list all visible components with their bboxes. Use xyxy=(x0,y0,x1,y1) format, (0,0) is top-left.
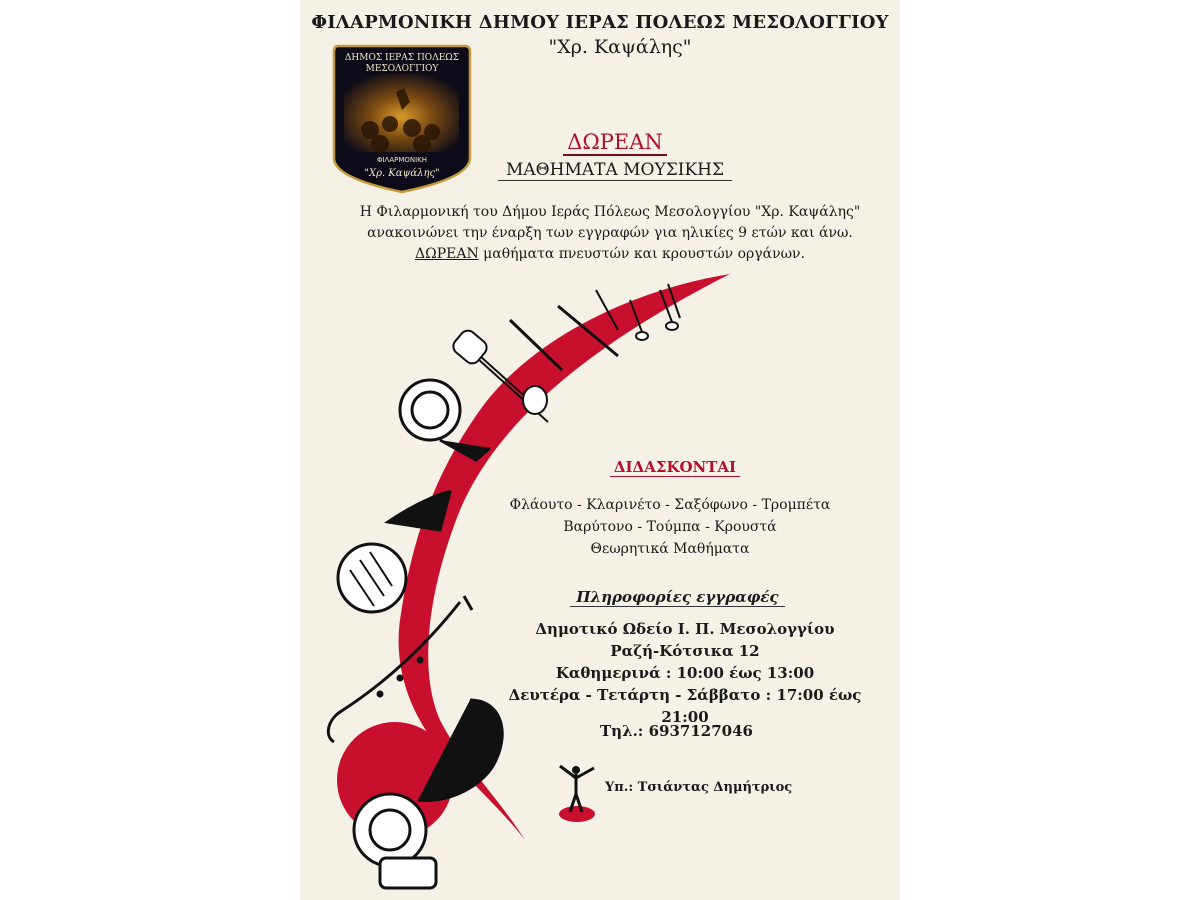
intro-text: Η Φιλαρμονική του Δήμου Ιεράς Πόλεως Μεσ… xyxy=(340,202,880,265)
logo-bottom-text-2: "Χρ. Καψάλης" xyxy=(364,168,439,179)
french-horn-icon xyxy=(398,378,491,462)
registration-title-text: Πληροφορίες εγγραφές xyxy=(570,588,785,607)
intro-line-2: ανακοινώνει την έναρξη των εγγραφών για … xyxy=(367,225,853,241)
taught-line-1: Φλάουτο - Κλαρινέτο - Σαξόφωνο - Τρομπέτ… xyxy=(509,497,831,513)
poster: ΦΙΛΑΡΜΟΝΙΚΗ ΔΗΜΟΥ ΙΕΡΑΣ ΠΟΛΕΩΣ ΜΕΣΟΛΟΓΓΙ… xyxy=(300,0,900,900)
trombone-icon xyxy=(452,329,549,423)
registration-info: Δημοτικό Ωδείο Ι. Π. Μεσολογγίου Ραζή-Κό… xyxy=(495,618,875,728)
free-headline-text: ΔΩΡΕΑΝ xyxy=(563,130,667,156)
logo-top-text-1: ΔΗΜΟΣ ΙΕΡΑΣ ΠΟΛΕΩΣ xyxy=(345,53,459,63)
woodwind-icons xyxy=(508,304,619,372)
instruments-illustration xyxy=(326,274,730,890)
lessons-headline: ΜΑΘΗΜΑΤΑ ΜΟΥΣΙΚΗΣ xyxy=(490,160,740,181)
phone-number: Τηλ.: 6937127046 xyxy=(600,722,753,740)
tuba-icon xyxy=(352,698,504,890)
taught-line-3: Θεωρητικά Μαθήματα xyxy=(590,541,750,557)
manager-name: Υπ.: Τσιάντας Δημήτριος xyxy=(605,780,793,795)
intro-line-1: Η Φιλαρμονική του Δήμου Ιεράς Πόλεως Μεσ… xyxy=(359,204,861,220)
conductor-icon xyxy=(559,764,595,822)
intro-line-3-rest: μαθήματα πνευστών και κρουστών οργάνων. xyxy=(478,246,805,262)
taught-title-text: ΔΙΔΑΣΚΟΝΤΑΙ xyxy=(609,458,741,477)
free-headline: ΔΩΡΕΑΝ xyxy=(550,130,680,156)
taught-line-2: Βαρύτονο - Τούμπα - Κρουστά xyxy=(563,519,777,535)
taught-list: Φλάουτο - Κλαρινέτο - Σαξόφωνο - Τρομπέτ… xyxy=(490,494,850,560)
registration-hours-evening: Δευτέρα - Τετάρτη - Σάββατο : 17:00 έως … xyxy=(508,686,862,726)
registration-address: Ραζή-Κότσικα 12 xyxy=(610,642,760,660)
registration-hours-daily: Καθημερινά : 10:00 έως 13:00 xyxy=(555,664,815,682)
philharmonic-logo: ΔΗΜΟΣ ΙΕΡΑΣ ΠΟΛΕΩΣ ΜΕΣΟΛΟΓΓΙΟΥ ΦΙΛΑΡΜΟΝΙ… xyxy=(332,44,472,194)
taught-title: ΔΙΔΑΣΚΟΝΤΑΙ xyxy=(570,458,780,477)
logo-top-text-2: ΜΕΣΟΛΟΓΓΙΟΥ xyxy=(366,64,440,74)
org-name: ΦΙΛΑΡΜΟΝΙΚΗ ΔΗΜΟΥ ΙΕΡΑΣ ΠΟΛΕΩΣ ΜΕΣΟΛΟΓΓΙ… xyxy=(311,12,889,33)
registration-title: Πληροφορίες εγγραφές xyxy=(555,588,800,607)
red-swoosh xyxy=(398,274,730,840)
logo-bottom-text-1: ΦΙΛΑΡΜΟΝΙΚΗ xyxy=(377,156,427,164)
intro-free-word: ΔΩΡΕΑΝ xyxy=(414,246,479,262)
trumpet-icons xyxy=(595,283,681,341)
intro-line-3: ΔΩΡΕΑΝ μαθήματα πνευστών και κρουστών ορ… xyxy=(340,244,880,265)
saxophone-icon xyxy=(326,595,474,744)
org-subtitle: "Χρ. Καψάλης" xyxy=(548,36,692,58)
lessons-headline-text: ΜΑΘΗΜΑΤΑ ΜΟΥΣΙΚΗΣ xyxy=(498,160,732,181)
baritone-icon xyxy=(336,490,452,614)
registration-place: Δημοτικό Ωδείο Ι. Π. Μεσολογγίου xyxy=(535,620,835,638)
